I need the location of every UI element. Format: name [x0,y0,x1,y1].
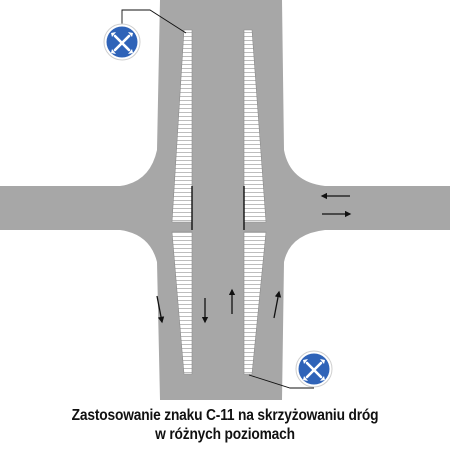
caption-line-1: Zastosowanie znaku C-11 na skrzyżowaniu … [71,407,379,424]
arrow-exit-down-left [156,295,165,324]
sign-c11-bottom-right [295,350,333,388]
split-arrows-icon [305,361,323,379]
sign-c11-top-left [103,23,141,61]
leader-line-bottom [248,374,314,389]
horizontal-road-overlay [0,186,450,230]
island-upper-right [243,29,267,223]
caption-line-2: w różnych poziomach [155,426,295,443]
island-lower-right [243,231,267,375]
leader-line-top [121,9,187,34]
split-arrows-icon [113,34,131,52]
arrow-entry-up-right [273,290,282,319]
island-lower-left [171,231,193,375]
